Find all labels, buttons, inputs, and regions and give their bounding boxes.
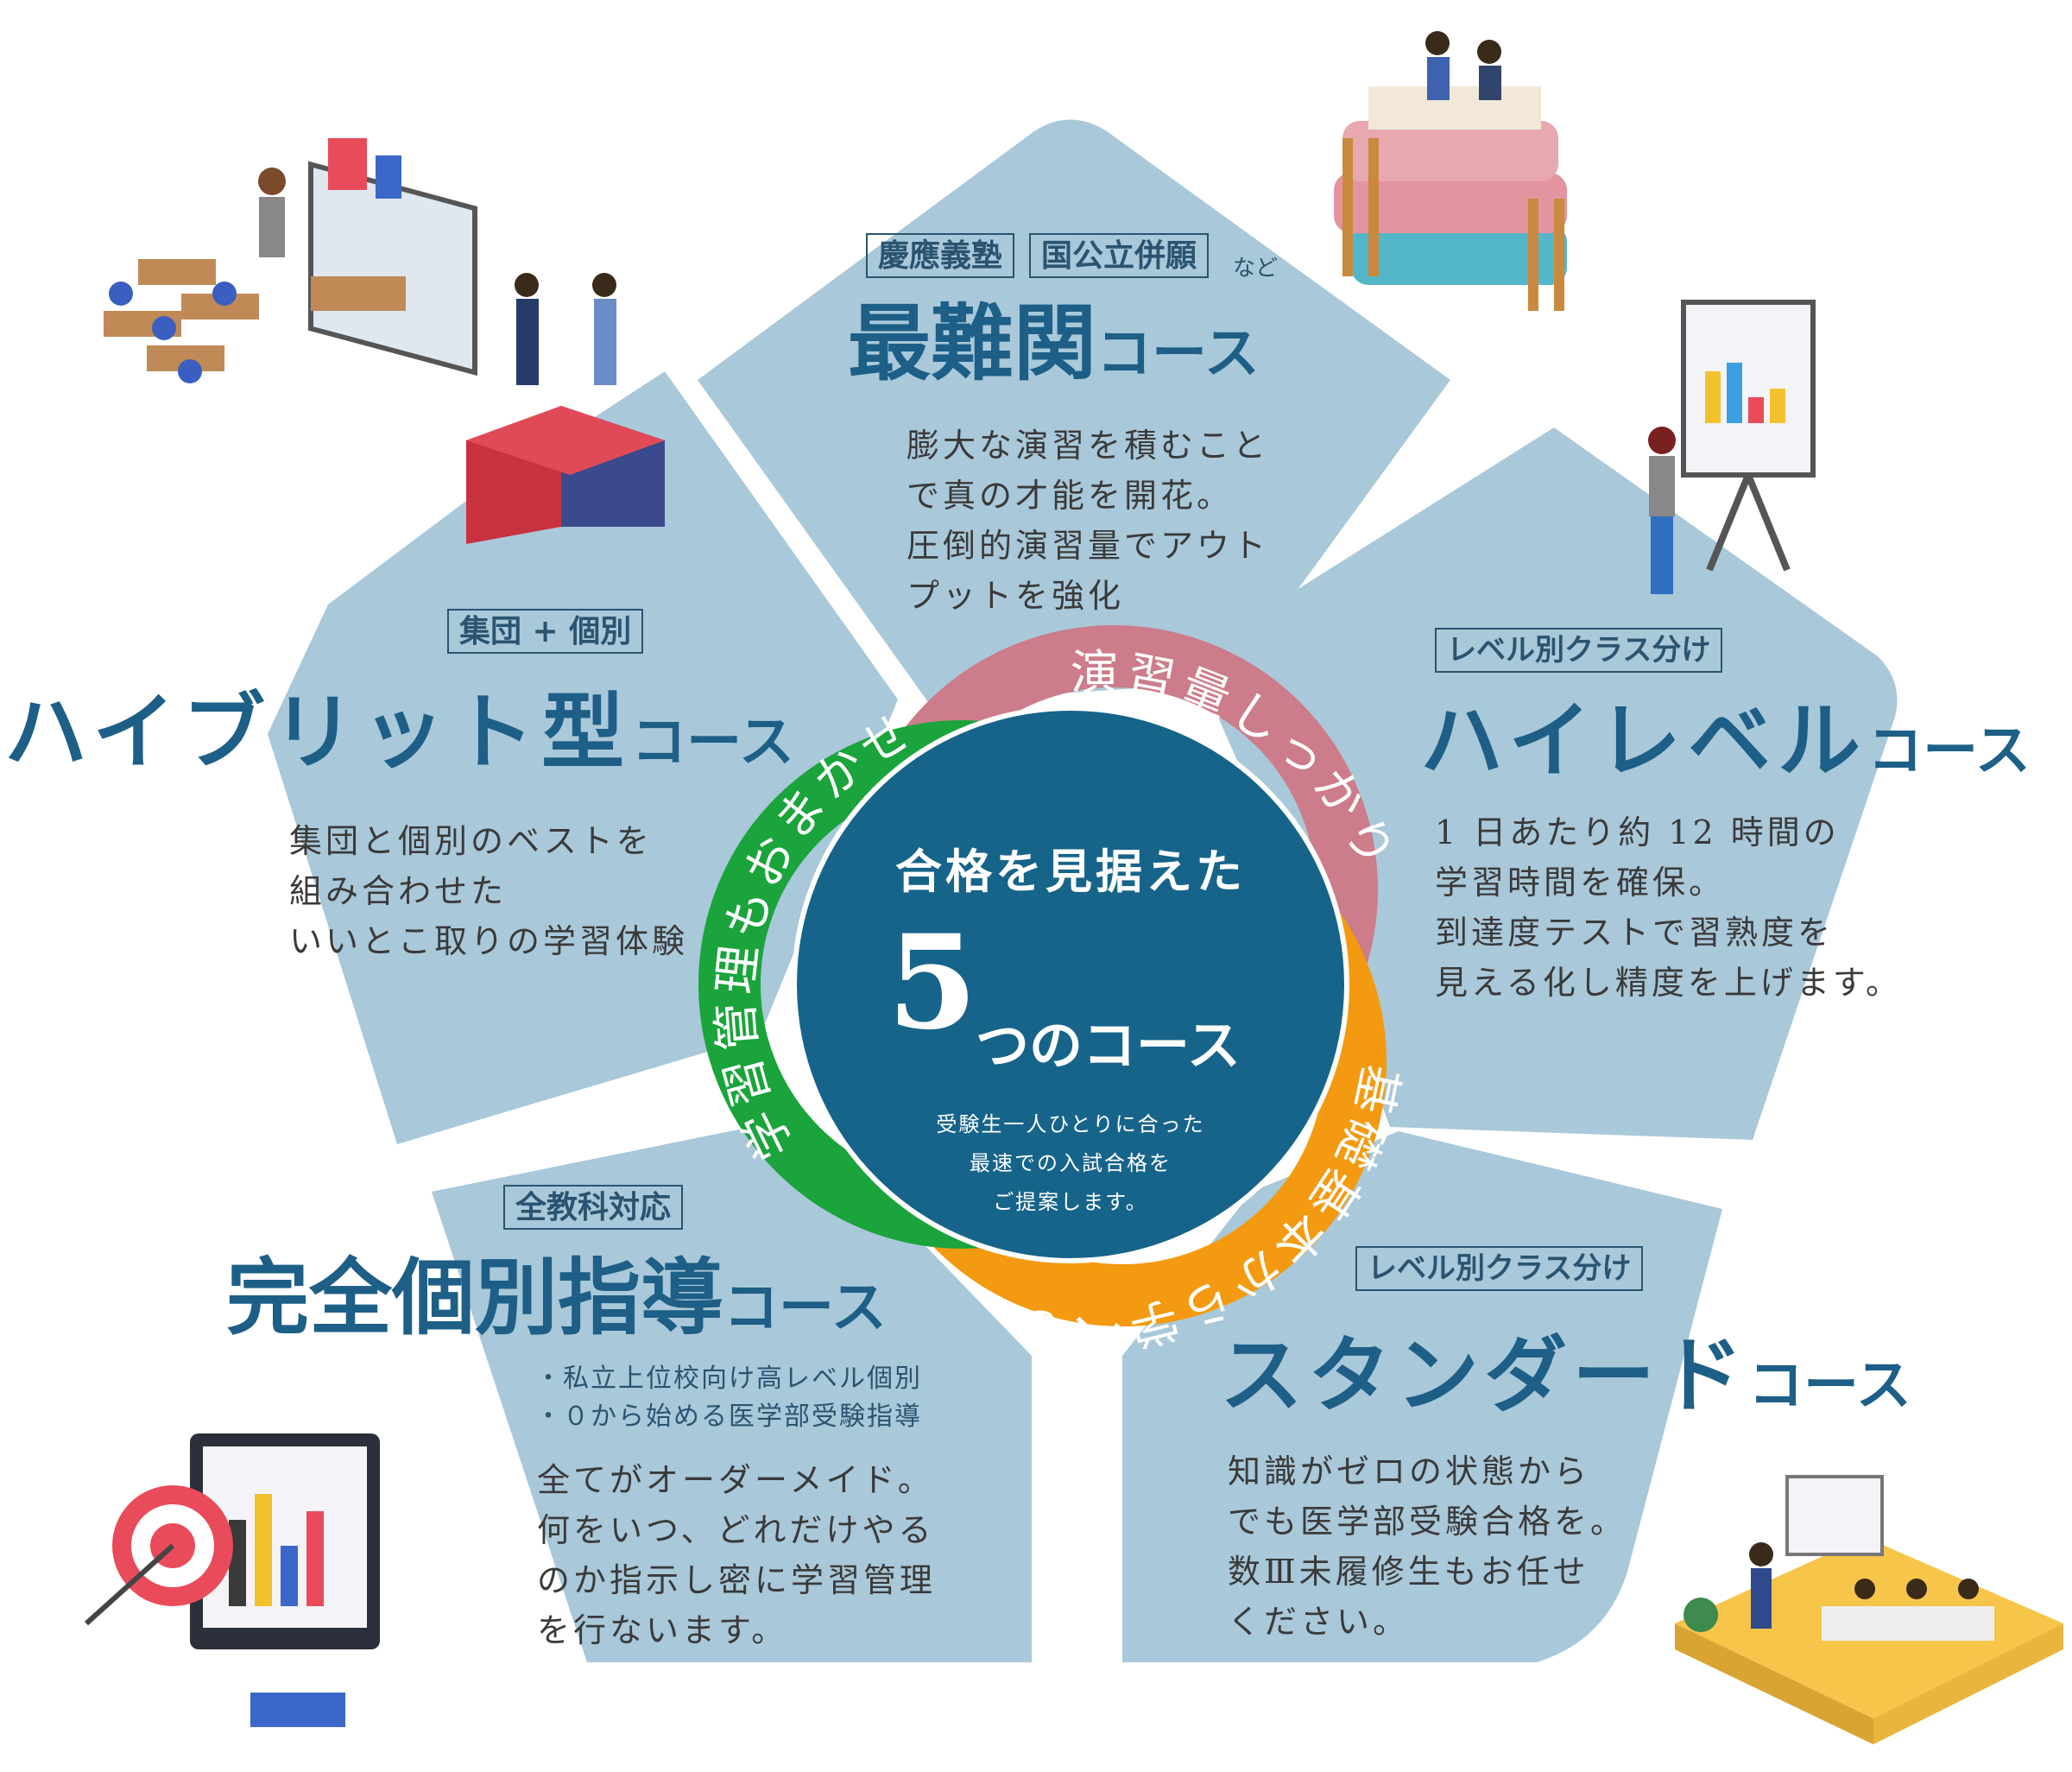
pentagon-piece-bottom-left bbox=[432, 1123, 1032, 1662]
bottom-right-tag: レベル別クラス分け bbox=[1355, 1246, 1644, 1291]
bottom-right-course-title-main: スタンダード bbox=[1220, 1326, 1748, 1424]
bottom-left-course-title-suffix: コース bbox=[723, 1275, 887, 1340]
right-course-title-main: ハイレベル bbox=[1420, 692, 1868, 789]
top-tag-suffix: など bbox=[1233, 256, 1279, 282]
bottom-left-course-title: 完全個別指導コース bbox=[226, 1256, 887, 1339]
top-tag-kokkoritsu: 国公立併願 bbox=[1029, 233, 1210, 278]
classroom-presentation-illustration bbox=[104, 138, 477, 383]
books-study-illustration bbox=[1334, 31, 1567, 311]
bottom-left-course-text: 全てがオーダーメイド。 何をいつ、どれだけやる のか指示し密に学習管理 を行ない… bbox=[537, 1461, 937, 1649]
center-desc-1: 受験生一人ひとりに合った bbox=[936, 1112, 1205, 1136]
left-course-text: 集団と個別のベストを 組み合わせた いいとこ取りの学習体験 bbox=[289, 822, 689, 960]
center-number: 5 bbox=[887, 907, 978, 1059]
right-course-text: 1 日あたり約 12 時間の 学習時間を確保。 到達度テストで習熟度を 見える化… bbox=[1435, 813, 1903, 1002]
handshake-puzzle-illustration bbox=[466, 273, 665, 544]
center-circle bbox=[792, 706, 1349, 1263]
right-course-title: ハイレベルコース bbox=[1420, 699, 2031, 782]
top-course-title: 最難関コース bbox=[848, 302, 1260, 385]
bottom-left-course-bullets: ・私立上位校向け高レベル個別 ・０から始める医学部受験指導 bbox=[535, 1364, 922, 1432]
bottom-right-course-text: 知識がゼロの状態から でも医学部受験合格を。 数Ⅲ未履修生もお任せ ください。 bbox=[1228, 1452, 1627, 1641]
pentagon-piece-right bbox=[1191, 427, 1898, 1140]
office-meeting-illustration bbox=[1675, 1475, 2063, 1744]
center-desc-2: 最速での入試合格を bbox=[970, 1151, 1172, 1175]
left-course-title-suffix: コース bbox=[631, 710, 794, 775]
right-course-title-suffix: コース bbox=[1867, 718, 2031, 783]
center-subheading: つのコース bbox=[976, 1014, 1241, 1077]
target-monitor-illustration bbox=[84, 1433, 380, 1727]
left-tag: 集団 + 個別 bbox=[447, 609, 644, 654]
bottom-left-course-title-main: 完全個別指導 bbox=[226, 1249, 723, 1346]
bottom-left-tag: 全教科対応 bbox=[503, 1185, 684, 1230]
top-course-title-suffix: コース bbox=[1096, 321, 1260, 386]
pentagon-piece-top bbox=[698, 119, 1450, 708]
top-course-text: 膨大な演習を積むこと で真の才能を開花。 圧倒的演習量でアウト プットを強化 bbox=[906, 427, 1270, 615]
center-heading: 合格を見据えた bbox=[895, 844, 1246, 899]
presentation-board-illustration bbox=[1648, 300, 1816, 594]
right-tag: レベル別クラス分け bbox=[1435, 628, 1723, 673]
bottom-right-course-title-suffix: コース bbox=[1748, 1353, 1911, 1418]
center-desc-3: ご提案します。 bbox=[993, 1190, 1148, 1214]
top-course-title-main: 最難関 bbox=[848, 294, 1096, 392]
left-course-title: ハイブリット型コース bbox=[4, 691, 794, 774]
top-tag-keio: 慶應義塾 bbox=[866, 233, 1015, 278]
left-course-title-main: ハイブリット型 bbox=[4, 683, 632, 781]
bottom-right-course-title: スタンダードコース bbox=[1220, 1334, 1911, 1417]
